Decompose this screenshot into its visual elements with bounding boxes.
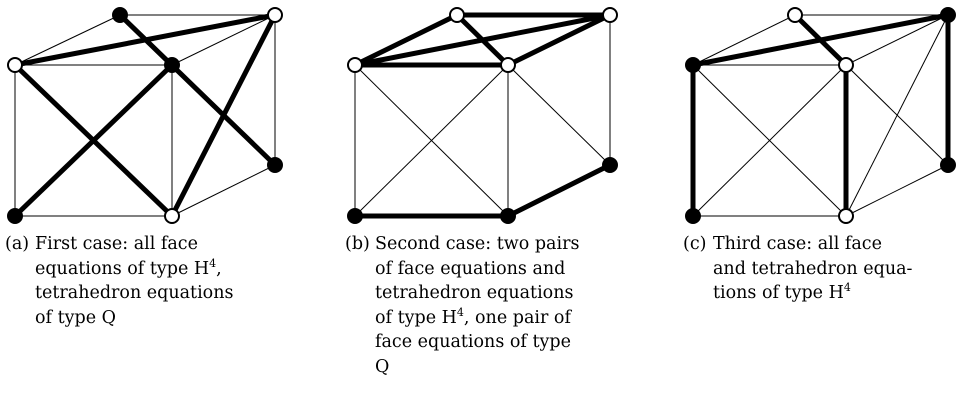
thin-edge	[14, 14, 121, 66]
black-vertex	[267, 157, 283, 173]
black-vertex	[602, 157, 618, 173]
white-vertex	[838, 57, 854, 73]
caption-line: equations of type H	[35, 258, 210, 279]
caption-line: of type Q	[35, 307, 116, 328]
thick-edge	[792, 12, 849, 68]
thin-edge	[507, 64, 611, 166]
caption-line: First case: all face	[35, 234, 198, 254]
black-vertex	[940, 157, 956, 173]
panel-c: (c) Third case: all face and tetrahedron…	[678, 0, 963, 417]
superscript: 4	[456, 305, 464, 319]
cube-diagram-c	[685, 7, 956, 224]
caption-line: tions of type H	[713, 283, 844, 303]
caption-line: Second case: two pairs	[375, 234, 580, 254]
caption-label: (b)	[345, 234, 370, 254]
thick-edge	[12, 62, 175, 219]
cube-diagram-b	[347, 7, 618, 224]
caption-line: tetrahedron equations	[375, 283, 574, 303]
thin-edge	[171, 14, 276, 66]
white-vertex	[838, 208, 854, 224]
caption-label: (a)	[5, 234, 30, 254]
thick-edge	[505, 12, 613, 68]
white-vertex	[449, 7, 465, 23]
black-vertex	[940, 7, 956, 23]
white-vertex	[787, 7, 803, 23]
thin-edge	[354, 64, 509, 217]
white-vertex	[500, 57, 516, 73]
thin-edge	[171, 164, 276, 217]
white-vertex	[602, 7, 618, 23]
thin-edge	[845, 14, 949, 66]
caption-line: Q	[375, 356, 390, 377]
thick-edge	[505, 162, 613, 219]
superscript: 4	[843, 281, 851, 294]
white-vertex	[347, 57, 363, 73]
black-vertex	[7, 208, 23, 224]
panel-b: (b) Second case: two pairs of face equat…	[340, 0, 660, 417]
caption-label: (c)	[683, 234, 707, 254]
black-vertex	[685, 57, 701, 73]
black-vertex	[685, 208, 701, 224]
thin-edge	[845, 14, 949, 217]
caption-line: and tetrahedron equa-	[713, 258, 913, 279]
superscript: 4	[209, 256, 217, 270]
caption-line: face equations of type	[375, 332, 571, 352]
caption-line-suffix: , one pair of	[463, 307, 571, 328]
caption-line: of type H	[375, 307, 457, 328]
thick-edge	[352, 12, 460, 68]
panel-a: (a) First case: all face equations of ty…	[0, 0, 320, 417]
white-vertex	[164, 208, 180, 224]
black-vertex	[112, 7, 128, 23]
caption-line: Third case: all face	[713, 234, 882, 254]
thin-edge	[845, 164, 949, 217]
thin-edge	[692, 64, 847, 217]
black-vertex	[347, 208, 363, 224]
thin-edge	[692, 14, 796, 66]
thick-edge	[169, 12, 278, 219]
black-vertex	[164, 57, 180, 73]
thick-edge	[117, 12, 278, 168]
thick-edge	[454, 12, 511, 68]
caption-line-suffix: ,	[216, 258, 222, 279]
caption-line: tetrahedron equations	[35, 283, 234, 303]
white-vertex	[7, 57, 23, 73]
black-vertex	[500, 208, 516, 224]
cube-diagram-a	[7, 7, 283, 224]
caption-line: of face equations and	[375, 258, 566, 279]
white-vertex	[267, 7, 283, 23]
